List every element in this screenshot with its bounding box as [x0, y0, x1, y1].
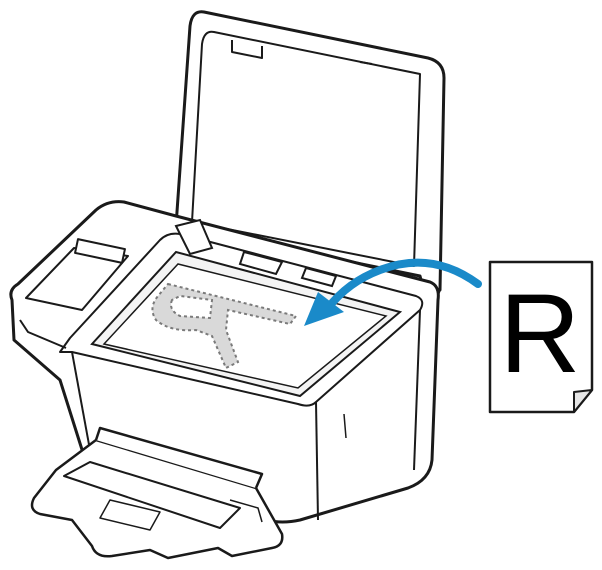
- document-letter: R: [500, 271, 581, 396]
- original-document: R: [490, 262, 592, 412]
